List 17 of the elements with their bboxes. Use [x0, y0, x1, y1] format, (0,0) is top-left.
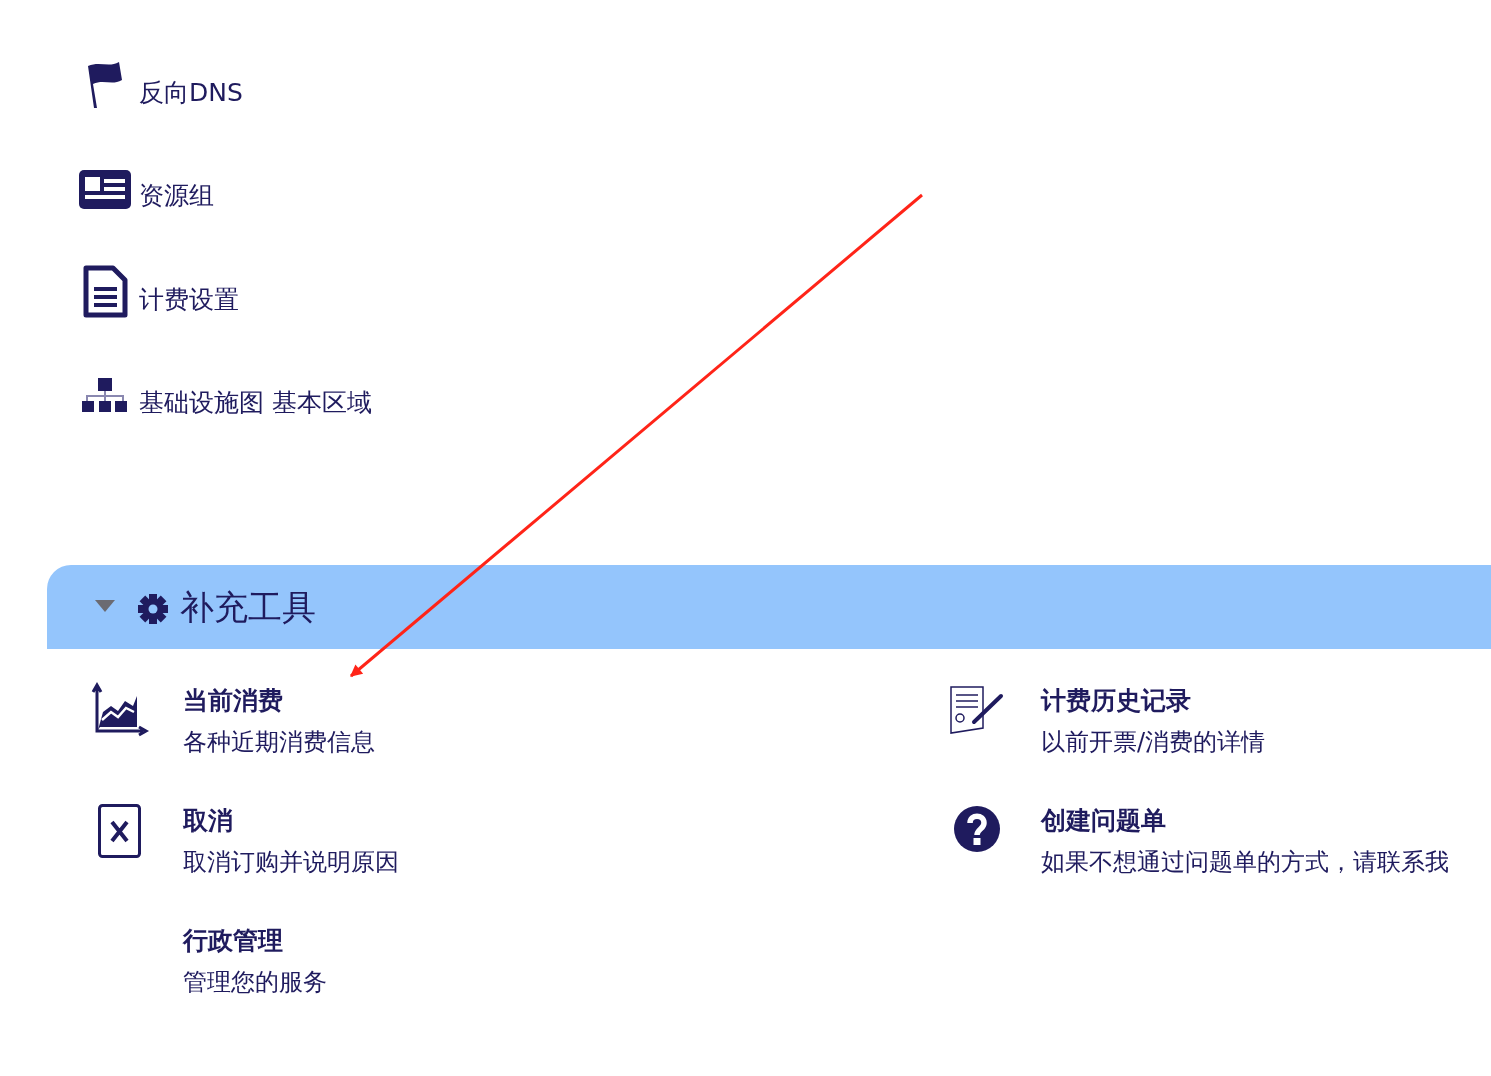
menu-label: 计费设置 [139, 285, 239, 315]
section-title: 补充工具 [180, 587, 316, 628]
item-title: 创建问题单 [1041, 806, 1167, 836]
annotation-arrow [350, 193, 923, 678]
menu-label: 资源组 [139, 181, 214, 211]
item-description: 管理您的服务 [183, 968, 328, 997]
menu-label: 反向DNS [139, 78, 243, 108]
item-title: 计费历史记录 [1041, 686, 1192, 716]
menu-label: 基础设施图 基本区域 [139, 388, 372, 418]
item-title: 当前消费 [183, 686, 284, 716]
item-description: 取消订购并说明原因 [183, 848, 400, 877]
item-description: 以前开票/消费的详情 [1041, 728, 1267, 757]
item-description: 各种近期消费信息 [183, 728, 376, 757]
item-description: 如果不想通过问题单的方式，请联系我 [1041, 848, 1450, 877]
item-title: 行政管理 [183, 926, 284, 956]
section-header-bar [47, 565, 1491, 649]
item-title: 取消 [183, 806, 234, 836]
